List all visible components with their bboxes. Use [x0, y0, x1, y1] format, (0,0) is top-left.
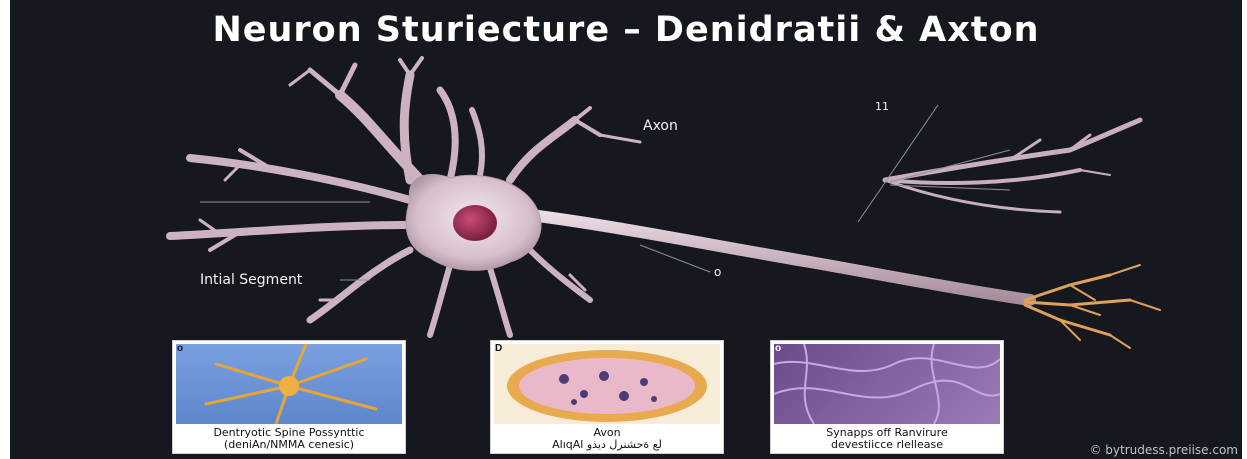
panel-badge: o — [775, 343, 781, 354]
dendrite-detail — [885, 120, 1140, 212]
label-initial-segment: Intial Segment — [200, 272, 302, 288]
axon-cross-section-graphic — [494, 344, 720, 424]
label-marker-o: o — [714, 265, 721, 279]
panel-image — [774, 344, 1000, 424]
panel-axon-cross-section: D Avon AlıqAl لع ةحشنرل ديذو — [490, 340, 724, 454]
panel-caption-line2: (deniAn/NMMA cenesic) — [173, 439, 405, 451]
panel-caption: Dentryotic Spine Possynttic (deniAn/NMMA… — [173, 427, 405, 451]
label-marker-11: 11 — [875, 100, 889, 113]
label-axon: Axon — [643, 118, 678, 134]
panel-image — [176, 344, 402, 424]
panel-caption: Avon AlıqAl لع ةحشنرل ديذو — [491, 427, 723, 451]
axon-shaft — [530, 215, 1030, 300]
dendrite-spine-graphic — [176, 344, 402, 424]
nucleus — [453, 205, 497, 241]
watermark: © bytrudess.preiise.com — [1089, 443, 1238, 457]
pointer-lines — [200, 105, 1010, 280]
panel-dendritic-spine: o Dentryotic Spine Possynttic (deniAn/NM… — [172, 340, 406, 454]
panel-caption: Synapps off Ranvirure devestiicce rlelle… — [771, 427, 1003, 451]
axon-terminal — [1025, 265, 1160, 348]
panel-badge: D — [495, 343, 502, 354]
panel-badge: o — [177, 343, 183, 354]
panel-image — [494, 344, 720, 424]
synapse-texture-graphic — [774, 344, 1000, 424]
panel-caption-line2: devestiicce rlellease — [771, 439, 1003, 451]
diagram-frame: Neuron Sturiecture – Denidratii & Axton — [10, 0, 1242, 459]
panel-caption-line2: AlıqAl لع ةحشنرل ديذو — [491, 439, 723, 451]
panel-synapse-texture: o Synapps off Ranvirure devestiicce rlel… — [770, 340, 1004, 454]
dendrite-branches — [170, 58, 640, 335]
